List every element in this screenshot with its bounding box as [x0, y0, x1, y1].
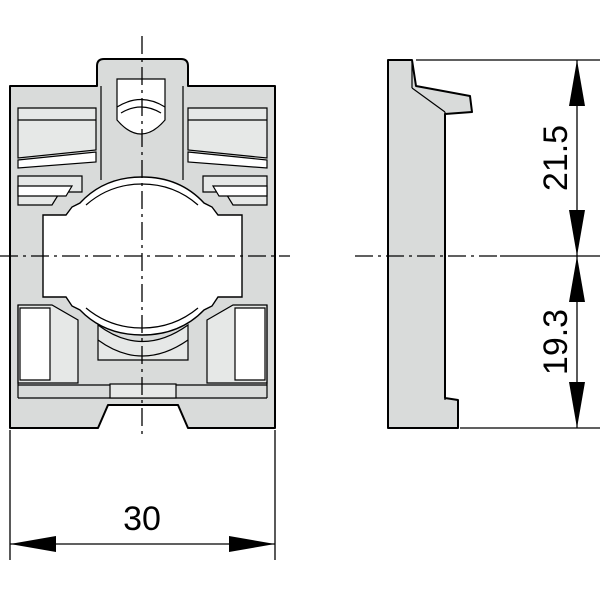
upper-rails	[17, 107, 268, 169]
lower-arrow-bottom	[569, 382, 585, 428]
top-latch	[100, 78, 184, 180]
lower-pockets	[17, 304, 268, 384]
width-arrow-left	[10, 536, 56, 552]
upper-arrow-top	[569, 60, 585, 106]
upper-arrow-bottom	[569, 210, 585, 256]
upper-height-label: 21.5	[537, 125, 575, 191]
lower-height-label: 19.3	[537, 309, 575, 375]
width-dimension: 30	[9, 430, 276, 560]
front-view	[0, 36, 290, 435]
lower-arrow-top	[569, 256, 585, 302]
width-arrow-right	[229, 536, 275, 552]
height-dimension: 21.5 19.3	[416, 59, 600, 429]
side-view	[355, 59, 500, 429]
side-body-outline	[387, 59, 473, 429]
mid-ledges	[17, 175, 268, 206]
width-dimension-label: 30	[123, 500, 161, 538]
